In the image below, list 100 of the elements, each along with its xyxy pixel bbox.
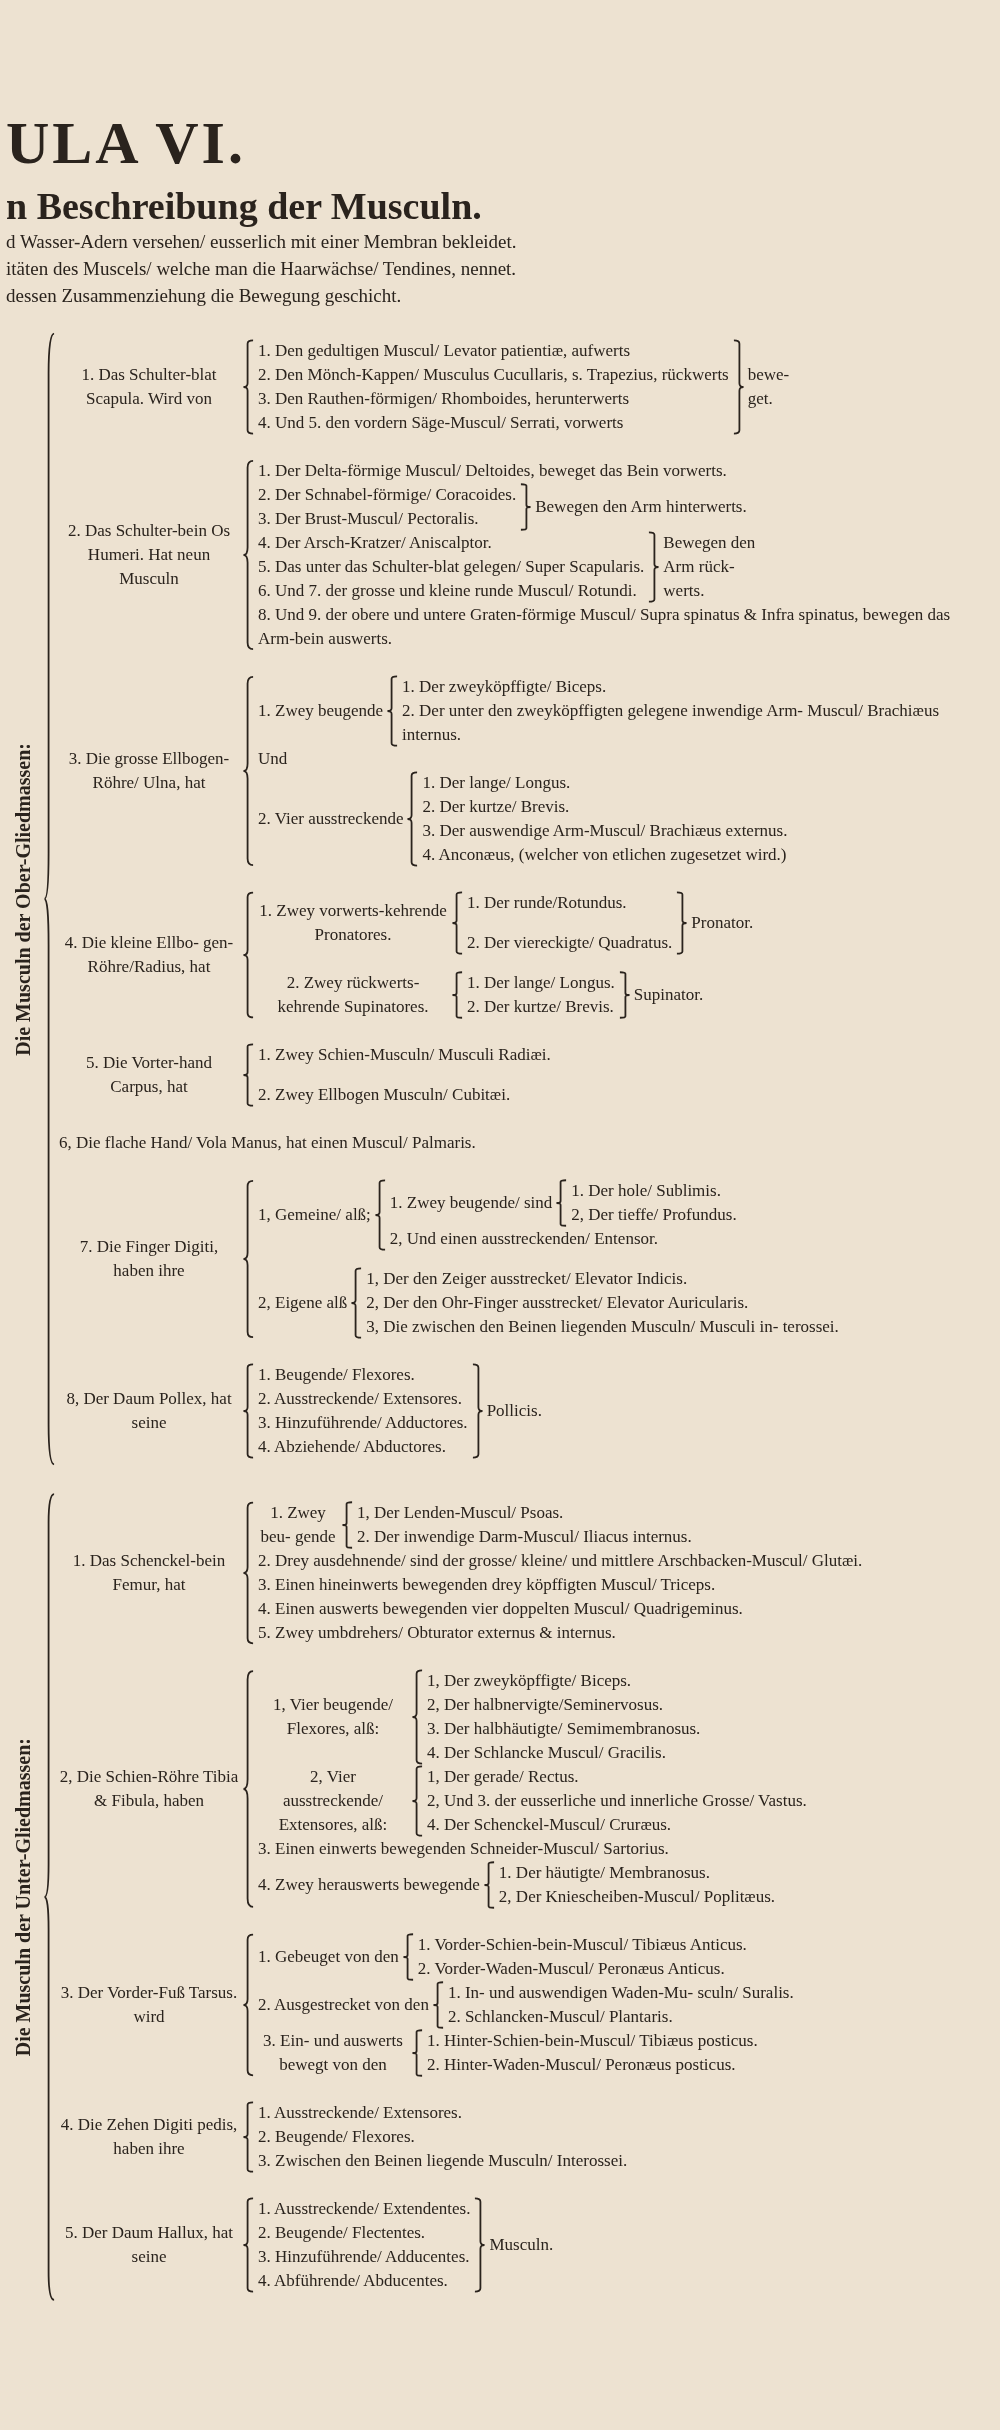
- intro-text: d Wasser-Adern versehen/ eusserlich mit einer Membran bekleidet.: [6, 230, 517, 254]
- muscle-entry: 1. Der häutigte/ Membranosus.: [498, 1862, 710, 1884]
- summary-label: bewe- get.: [747, 364, 791, 410]
- muscle-entry: 8. Und 9. der obere und untere Graten-förmige Muscul/ Supra spinatus & Infra spinatus, bewegen das Arm-bein auswerts.: [258, 604, 952, 650]
- muscle-entry: 5. Zwey umbdrehers/ Obturator externus & internus.: [258, 1622, 616, 1644]
- group-label: 1. Gebeuget von den: [258, 1946, 399, 1968]
- section-heading: 6, Die flache Hand/ Vola Manus, hat einen Muscul/ Palmaris.: [59, 1132, 476, 1154]
- section-heading: 3. Die grosse Ellbogen-Röhre/ Ulna, hat: [67, 748, 231, 794]
- muscle-entry: 2. Vorder-Waden-Muscul/ Peronæus Anticus.: [417, 1958, 725, 1980]
- group-label: 1. Zwey beu- gende: [259, 1502, 337, 1548]
- subtitle: n Beschreibung der Musculn.: [6, 184, 482, 228]
- muscle-entry: 1. Der Delta-förmige Muscul/ Deltoides, beweget das Bein vorwerts.: [258, 460, 727, 482]
- muscle-entry: 2. Der inwendige Darm-Muscul/ Iliacus internus.: [357, 1526, 692, 1548]
- muscle-entry: 4. Einen auswerts bewegenden vier doppelten Muscul/ Quadrigeminus.: [258, 1598, 743, 1620]
- muscle-entry: 3. Der auswendige Arm-Muscul/ Brachiæus externus.: [422, 820, 788, 842]
- muscle-entry: 1. Ausstreckende/ Extensores.: [258, 2102, 462, 2124]
- muscle-entry: 2. Ausstreckende/ Extensores.: [258, 1388, 462, 1410]
- muscle-entry: 1. Vorder-Schien-bein-Muscul/ Tibiæus Anticus.: [417, 1934, 747, 1956]
- muscle-entry: 1, Der zweyköpffigte/ Biceps.: [427, 1670, 632, 1692]
- group-label: 2, Vier ausstreckende/ Extensores, alß:: [277, 1766, 389, 1836]
- summary-label: Pronator.: [691, 912, 754, 934]
- muscle-entry: 3. Zwischen den Beinen liegende Musculn/ Interossei.: [258, 2150, 628, 2172]
- group-label: 1. Zwey beugende: [258, 700, 384, 722]
- intro-text: itäten des Muscels/ welche man die Haarwächse/ Tendines, nennet.: [6, 257, 517, 281]
- group-label: 2, Eigene alß: [258, 1292, 348, 1314]
- section-heading: 1. Das Schulter-blat Scapula. Wird von: [80, 364, 218, 410]
- section-heading: 3. Der Vorder-Fuß Tarsus. wird: [59, 1982, 239, 2028]
- summary-label: Pollicis.: [486, 1400, 542, 1422]
- section-heading: 4. Die kleine Ellbo- gen-Röhre/Radius, hat: [63, 932, 235, 978]
- muscle-entry: 3. Den Rauthen-förmigen/ Rhomboides, herunterwerts: [258, 388, 630, 410]
- muscle-entry: 1, Der den Zeiger ausstrecket/ Elevator Indicis.: [366, 1268, 688, 1290]
- muscle-entry: 2. Der Schnabel-förmige/ Coracoides.: [258, 484, 517, 506]
- summary-label: Musculn.: [489, 2234, 554, 2256]
- muscle-entry: 4. Der Schenckel-Muscul/ Cruræus.: [427, 1814, 672, 1836]
- muscle-entry: 2. Den Mönch-Kappen/ Musculus Cucullaris, s. Trapezius, rückwerts: [258, 364, 729, 386]
- muscle-entry: 1. Zwey Schien-Musculn/ Musculi Radiæi.: [258, 1044, 551, 1066]
- muscle-entry: 3. Der halbhäutigte/ Semimembranosus.: [427, 1718, 701, 1740]
- vertical-label: Die Musculn der Unter-Gliedmassen:: [11, 1737, 35, 2057]
- muscle-entry: 3. Der Brust-Muscul/ Pectoralis.: [258, 508, 479, 530]
- group-label: 2. Zwey rückwerts-kehrende Supinatores.: [276, 972, 430, 1018]
- muscle-entry: 3. Hinzuführende/ Adductores.: [258, 1412, 468, 1434]
- conjunction-word: Und: [258, 748, 288, 770]
- muscle-entry: 2. Der kurtze/ Brevis.: [467, 996, 614, 1018]
- section-heading: 8, Der Daum Pollex, hat seine: [65, 1388, 233, 1434]
- group-label: 3. Ein- und auswerts bewegt von den: [262, 2030, 404, 2076]
- summary-label: Bewegen den Arm rück- werts.: [663, 532, 757, 602]
- muscle-entry: 3, Die zwischen den Beinen liegenden Musculn/ Musculi in- terossei.: [366, 1316, 839, 1338]
- group-label: 1, Vier beugende/ Flexores, alß:: [272, 1694, 394, 1740]
- muscle-entry: 2. Zwey Ellbogen Musculn/ Cubitæi.: [258, 1084, 511, 1106]
- muscle-entry: 3. Hinzuführende/ Adducentes.: [258, 2246, 470, 2268]
- muscle-entry: 1. Ausstreckende/ Extendentes.: [258, 2198, 471, 2220]
- muscle-entry: 2. Der unter den zweyköpffigten gelegene inwendige Arm- Muscul/ Brachiæus internus.: [402, 700, 941, 746]
- section-heading: 4. Die Zehen Digiti pedis, haben ihre: [59, 2114, 239, 2160]
- muscle-entry: 1. Den gedultigen Muscul/ Levator patientiæ, aufwerts: [258, 340, 631, 362]
- section-heading: 5. Die Vorter-hand Carpus, hat: [85, 1052, 213, 1098]
- section-heading: 2. Das Schulter-bein Os Humeri. Hat neun Musculn: [66, 520, 232, 590]
- section-heading: 5. Der Daum Hallux, hat seine: [63, 2222, 235, 2268]
- muscle-entry: 1. Der lange/ Longus.: [467, 972, 615, 994]
- muscle-entry: 4. Abziehende/ Abductores.: [258, 1436, 446, 1458]
- muscle-entry: 4. Abführende/ Abducentes.: [258, 2270, 448, 2292]
- section-heading: 1. Das Schenckel-bein Femur, hat: [71, 1550, 227, 1596]
- muscle-entry: 5. Das unter das Schulter-blat gelegen/ Super Scapularis.: [258, 556, 645, 578]
- muscle-entry: 3. Einen hineinwerts bewegenden drey köpffigten Muscul/ Triceps.: [258, 1574, 716, 1596]
- muscle-entry: 2. Drey ausdehnende/ sind der grosse/ kleine/ und mittlere Arschbacken-Muscul/ Glutæi.: [258, 1550, 863, 1572]
- muscle-entry: 1. Der lange/ Longus.: [422, 772, 571, 794]
- muscle-entry: 1. Der hole/ Sublimis.: [571, 1180, 721, 1202]
- summary-label: Bewegen den Arm hinterwerts.: [535, 496, 747, 518]
- muscle-entry: 1, Der gerade/ Rectus.: [427, 1766, 579, 1788]
- group-label: 1, Gemeine/ alß;: [258, 1204, 371, 1226]
- muscle-entry: 4. Anconæus, (welcher von etlichen zugesetzet wird.): [422, 844, 787, 866]
- group-label: 2. Vier ausstreckende: [258, 808, 404, 830]
- muscle-entry: 3. Einen einwerts bewegenden Schneider-Muscul/ Sartorius.: [258, 1838, 669, 1860]
- group-label: 4. Zwey herauswerts bewegende: [258, 1874, 480, 1896]
- group-label: 1. Zwey vorwerts-kehrende Pronatores.: [258, 900, 448, 946]
- muscle-entry: 2, Und einen ausstreckenden/ Entensor.: [389, 1228, 658, 1250]
- muscle-entry: 2, Der Kniescheiben-Muscul/ Poplitæus.: [498, 1886, 776, 1908]
- muscle-entry: 1. In- und auswendigen Waden-Mu- sculn/ Suralis.: [447, 1982, 794, 2004]
- section-heading: 7. Die Finger Digiti, haben ihre: [78, 1236, 220, 1282]
- muscle-entry: 1. Der runde/Rotundus.: [467, 892, 627, 914]
- muscle-entry: 1. Der zweyköpffigte/ Biceps.: [402, 676, 607, 698]
- vertical-label: Die Musculn der Ober-Gliedmassen:: [11, 742, 35, 1056]
- group-label: 2. Ausgestrecket von den: [258, 1994, 429, 2016]
- section-heading: 2, Die Schien-Röhre Tibia & Fibula, haben: [59, 1766, 239, 1812]
- muscle-entry: 4. Der Arsch-Kratzer/ Aniscalptor.: [258, 532, 492, 554]
- summary-label: Supinator.: [633, 984, 704, 1006]
- muscle-entry: 2. Der kurtze/ Brevis.: [422, 796, 570, 818]
- muscle-entry: 1. Beugende/ Flexores.: [258, 1364, 415, 1386]
- muscle-entry: 2, Der den Ohr-Finger ausstrecket/ Elevator Auricularis.: [366, 1292, 749, 1314]
- muscle-entry: 2. Hinter-Waden-Muscul/ Peronæus posticus.: [427, 2054, 736, 2076]
- muscle-entry: 2, Der halbnervigte/Seminervosus.: [427, 1694, 664, 1716]
- muscle-entry: 2. Schlancken-Muscul/ Plantaris.: [447, 2006, 673, 2028]
- muscle-entry: 2, Der tieffe/ Profundus.: [571, 1204, 737, 1226]
- muscle-entry: 2. Beugende/ Flectentes.: [258, 2222, 426, 2244]
- muscle-entry: 2. Beugende/ Flexores.: [258, 2126, 415, 2148]
- muscle-entry: 4. Und 5. den vordern Säge-Muscul/ Serrati, vorwerts: [258, 412, 624, 434]
- muscle-entry: 1. Hinter-Schien-bein-Muscul/ Tibiæus posticus.: [427, 2030, 758, 2052]
- muscle-entry: 6. Und 7. der grosse und kleine runde Muscul/ Rotundi.: [258, 580, 637, 602]
- group-label: 1. Zwey beugende/ sind: [389, 1192, 553, 1214]
- muscle-entry: 2. Der viereckigte/ Quadratus.: [467, 932, 673, 954]
- title: ULA VI.: [6, 112, 246, 174]
